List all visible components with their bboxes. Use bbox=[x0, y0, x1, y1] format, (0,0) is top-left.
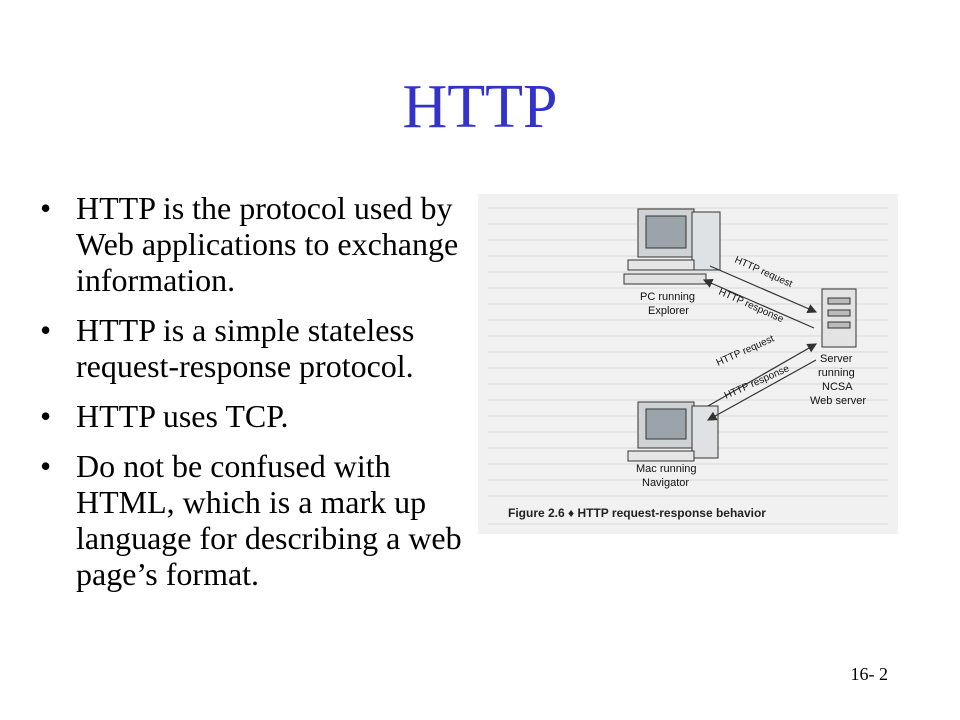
server-label-line1: Server bbox=[820, 353, 853, 365]
http-diagram: PC running Explorer Server running NCSA … bbox=[478, 194, 898, 534]
mac-label-line1: Mac running bbox=[636, 463, 697, 475]
server-label-line4: Web server bbox=[810, 395, 866, 407]
arrow-mac-response bbox=[706, 359, 817, 421]
bullet-text: HTTP is the protocol used by Web applica… bbox=[76, 190, 459, 298]
bullet-text: HTTP is a simple stateless request-respo… bbox=[76, 312, 415, 384]
server-label-line2: running bbox=[818, 367, 855, 379]
pc-label-line2: Explorer bbox=[648, 305, 689, 317]
arrow-pc-request bbox=[709, 265, 818, 314]
server-icon bbox=[821, 288, 857, 348]
arrow-mac-request bbox=[707, 343, 818, 407]
page-number: 16- 2 bbox=[850, 664, 889, 684]
server-label-line3: NCSA bbox=[822, 381, 853, 393]
bullet-dot: • bbox=[40, 398, 52, 434]
bullet-item: • Do not be confused with HTML, which is … bbox=[40, 448, 490, 592]
bullet-dot: • bbox=[40, 448, 52, 484]
http-figure: PC running Explorer Server running NCSA … bbox=[478, 194, 898, 534]
bullet-item: • HTTP is the protocol used by Web applic… bbox=[40, 190, 490, 298]
pc-label-line1: PC running bbox=[640, 291, 695, 303]
bullet-dot: • bbox=[40, 312, 52, 348]
mac-computer-icon bbox=[627, 401, 719, 462]
slide-title: HTTP bbox=[402, 73, 558, 141]
bullet-text: Do not be confused with HTML, which is a… bbox=[76, 448, 462, 592]
bullet-item: • HTTP uses TCP. bbox=[40, 398, 490, 434]
bullet-text: HTTP uses TCP. bbox=[76, 398, 289, 434]
figure-caption: Figure 2.6 ♦ HTTP request-response behav… bbox=[508, 506, 766, 520]
arrow-pc-response bbox=[702, 278, 815, 329]
bullet-item: • HTTP is a simple stateless request-resp… bbox=[40, 312, 490, 384]
mac-label-line2: Navigator bbox=[642, 477, 689, 489]
bullet-dot: • bbox=[40, 190, 52, 226]
pc-computer-icon bbox=[623, 208, 721, 285]
bullet-list: • HTTP is the protocol used by Web applic… bbox=[40, 190, 490, 606]
